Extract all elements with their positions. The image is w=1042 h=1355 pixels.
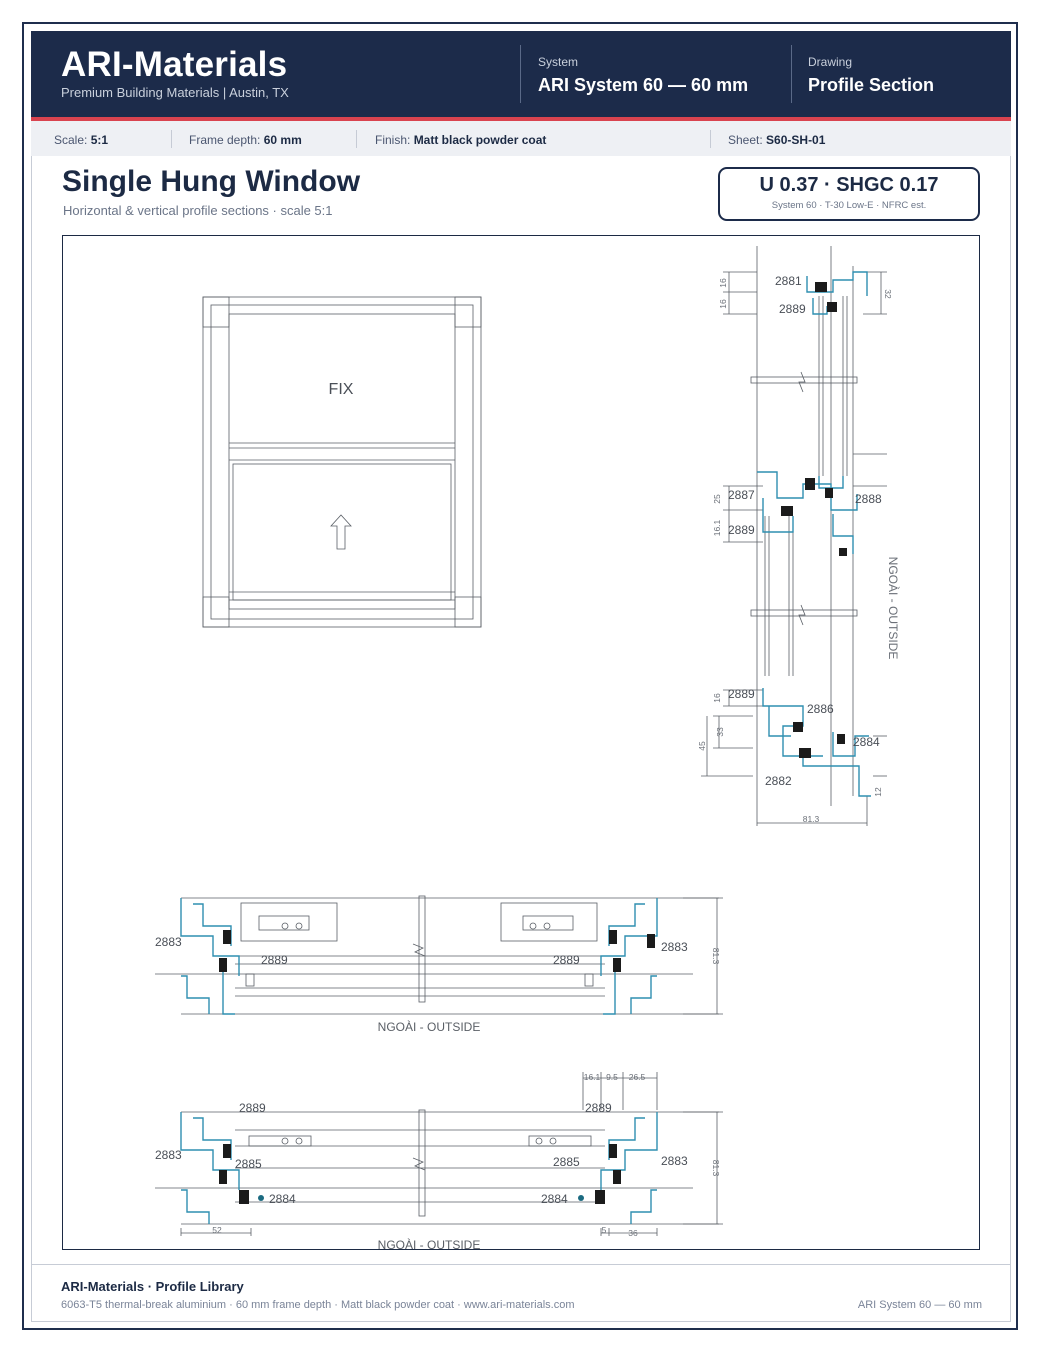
- dim-16: 16: [712, 693, 722, 703]
- dim-16: 16: [718, 299, 728, 309]
- outside-label-cut: NGOÀI - OUTSIDE: [378, 1237, 481, 1250]
- info-finish: Finish: Matt black powder coat: [375, 133, 547, 147]
- page-border-outer: [22, 22, 1018, 1330]
- drawing-frame: FIX: [62, 235, 980, 1250]
- vertical-section: 2881 2889 2887 2888 2889 2889 2886 2884 …: [697, 246, 901, 826]
- label-2887: 2887: [728, 488, 755, 502]
- footer-system: ARI System 60 — 60 mm: [857, 1299, 982, 1311]
- dim-33: 33: [715, 727, 725, 737]
- header-band: ARI-Materials Premium Building Materials…: [31, 31, 1011, 118]
- dim-12: 12: [873, 787, 883, 797]
- label-2889: 2889: [261, 953, 288, 967]
- label-2884: 2884: [853, 735, 880, 749]
- dim-9-5: 9.5: [606, 1072, 618, 1082]
- label-2889: 2889: [239, 1101, 266, 1115]
- performance-badge: U 0.37 · SHGC 0.17 System 60 · T-30 Low-…: [718, 167, 980, 221]
- dim-81-3: 81.3: [803, 814, 820, 824]
- dim-32: 32: [883, 289, 893, 299]
- dim-26-5: 26.5: [629, 1072, 646, 1082]
- label-2885: 2885: [235, 1157, 262, 1171]
- info-divider: [710, 130, 711, 148]
- label-2884: 2884: [541, 1192, 568, 1206]
- dim-25: 25: [712, 494, 722, 504]
- dim-5: 5: [602, 1225, 607, 1235]
- label-2886: 2886: [807, 702, 834, 716]
- header-divider: [791, 45, 792, 103]
- dim-81-3: 81.3: [711, 1160, 721, 1177]
- dim-16-1: 16.1: [584, 1072, 601, 1082]
- label-2882: 2882: [765, 774, 792, 788]
- window-elevation: [202, 296, 482, 628]
- elevation-fix-label: FIX: [329, 381, 354, 398]
- info-depth: Frame depth: 60 mm: [189, 133, 302, 147]
- info-scale: Scale: 5:1: [54, 133, 109, 147]
- brand-tagline: Premium Building Materials | Austin, TX: [61, 85, 289, 100]
- performance-note: System 60 · T-30 Low-E · NFRC est.: [771, 200, 927, 211]
- info-divider: [356, 130, 357, 148]
- system-value: ARI System 60 — 60 mm: [538, 75, 749, 95]
- system-label: System: [538, 55, 579, 69]
- header-accent-line: [31, 117, 1011, 121]
- vertical-outside-label: NGOÀI - OUTSIDE: [886, 557, 901, 660]
- horizontal-section-top: 2883 2883 2889 2889 81.3 NGOÀI - OUTSIDE: [155, 895, 723, 1034]
- dim-36: 36: [628, 1228, 638, 1238]
- footer-description: 6063-T5 thermal-break aluminium · 60 mm …: [61, 1299, 575, 1311]
- brand-name: ARI-Materials: [61, 45, 288, 84]
- info-bar: Scale: 5:1 Frame depth: 60 mm Finish: Ma…: [31, 121, 1011, 156]
- outside-label: NGOÀI - OUTSIDE: [378, 1019, 481, 1034]
- label-2889: 2889: [553, 953, 580, 967]
- dim-16-1: 16.1: [712, 519, 722, 536]
- footer-title: ARI-Materials · Profile Library: [61, 1279, 244, 1294]
- header-divider: [520, 45, 521, 103]
- dim-45: 45: [697, 741, 707, 751]
- horizontal-section-bottom: 2889 2889 2883 2883 2885 2885 2884 2884 …: [155, 1072, 723, 1250]
- label-2889: 2889: [585, 1101, 612, 1115]
- footer-divider: [31, 1264, 1011, 1265]
- page-title: Single Hung Window: [62, 165, 361, 198]
- label-2885: 2885: [553, 1155, 580, 1169]
- info-divider: [171, 130, 172, 148]
- label-2883: 2883: [661, 1154, 688, 1168]
- info-sheet: Sheet: S60-SH-01: [728, 133, 826, 147]
- label-2883: 2883: [661, 940, 688, 954]
- label-2883: 2883: [155, 935, 182, 949]
- dim-81-3: 81.3: [711, 948, 721, 965]
- label-2883: 2883: [155, 1148, 182, 1162]
- technical-drawing: FIX: [155, 246, 901, 1250]
- label-2881: 2881: [775, 274, 802, 288]
- label-2884: 2884: [269, 1192, 296, 1206]
- label-2889: 2889: [728, 523, 755, 537]
- performance-value: U 0.37 · SHGC 0.17: [759, 174, 939, 196]
- label-2888: 2888: [855, 492, 882, 506]
- label-2889: 2889: [728, 687, 755, 701]
- page-subtitle: Horizontal & vertical profile sections ·…: [63, 203, 333, 218]
- label-2889: 2889: [779, 302, 806, 316]
- drawing-value: Profile Section: [808, 75, 935, 95]
- dim-16: 16: [718, 278, 728, 288]
- dim-52: 52: [212, 1225, 222, 1235]
- drawing-label: Drawing: [808, 55, 853, 69]
